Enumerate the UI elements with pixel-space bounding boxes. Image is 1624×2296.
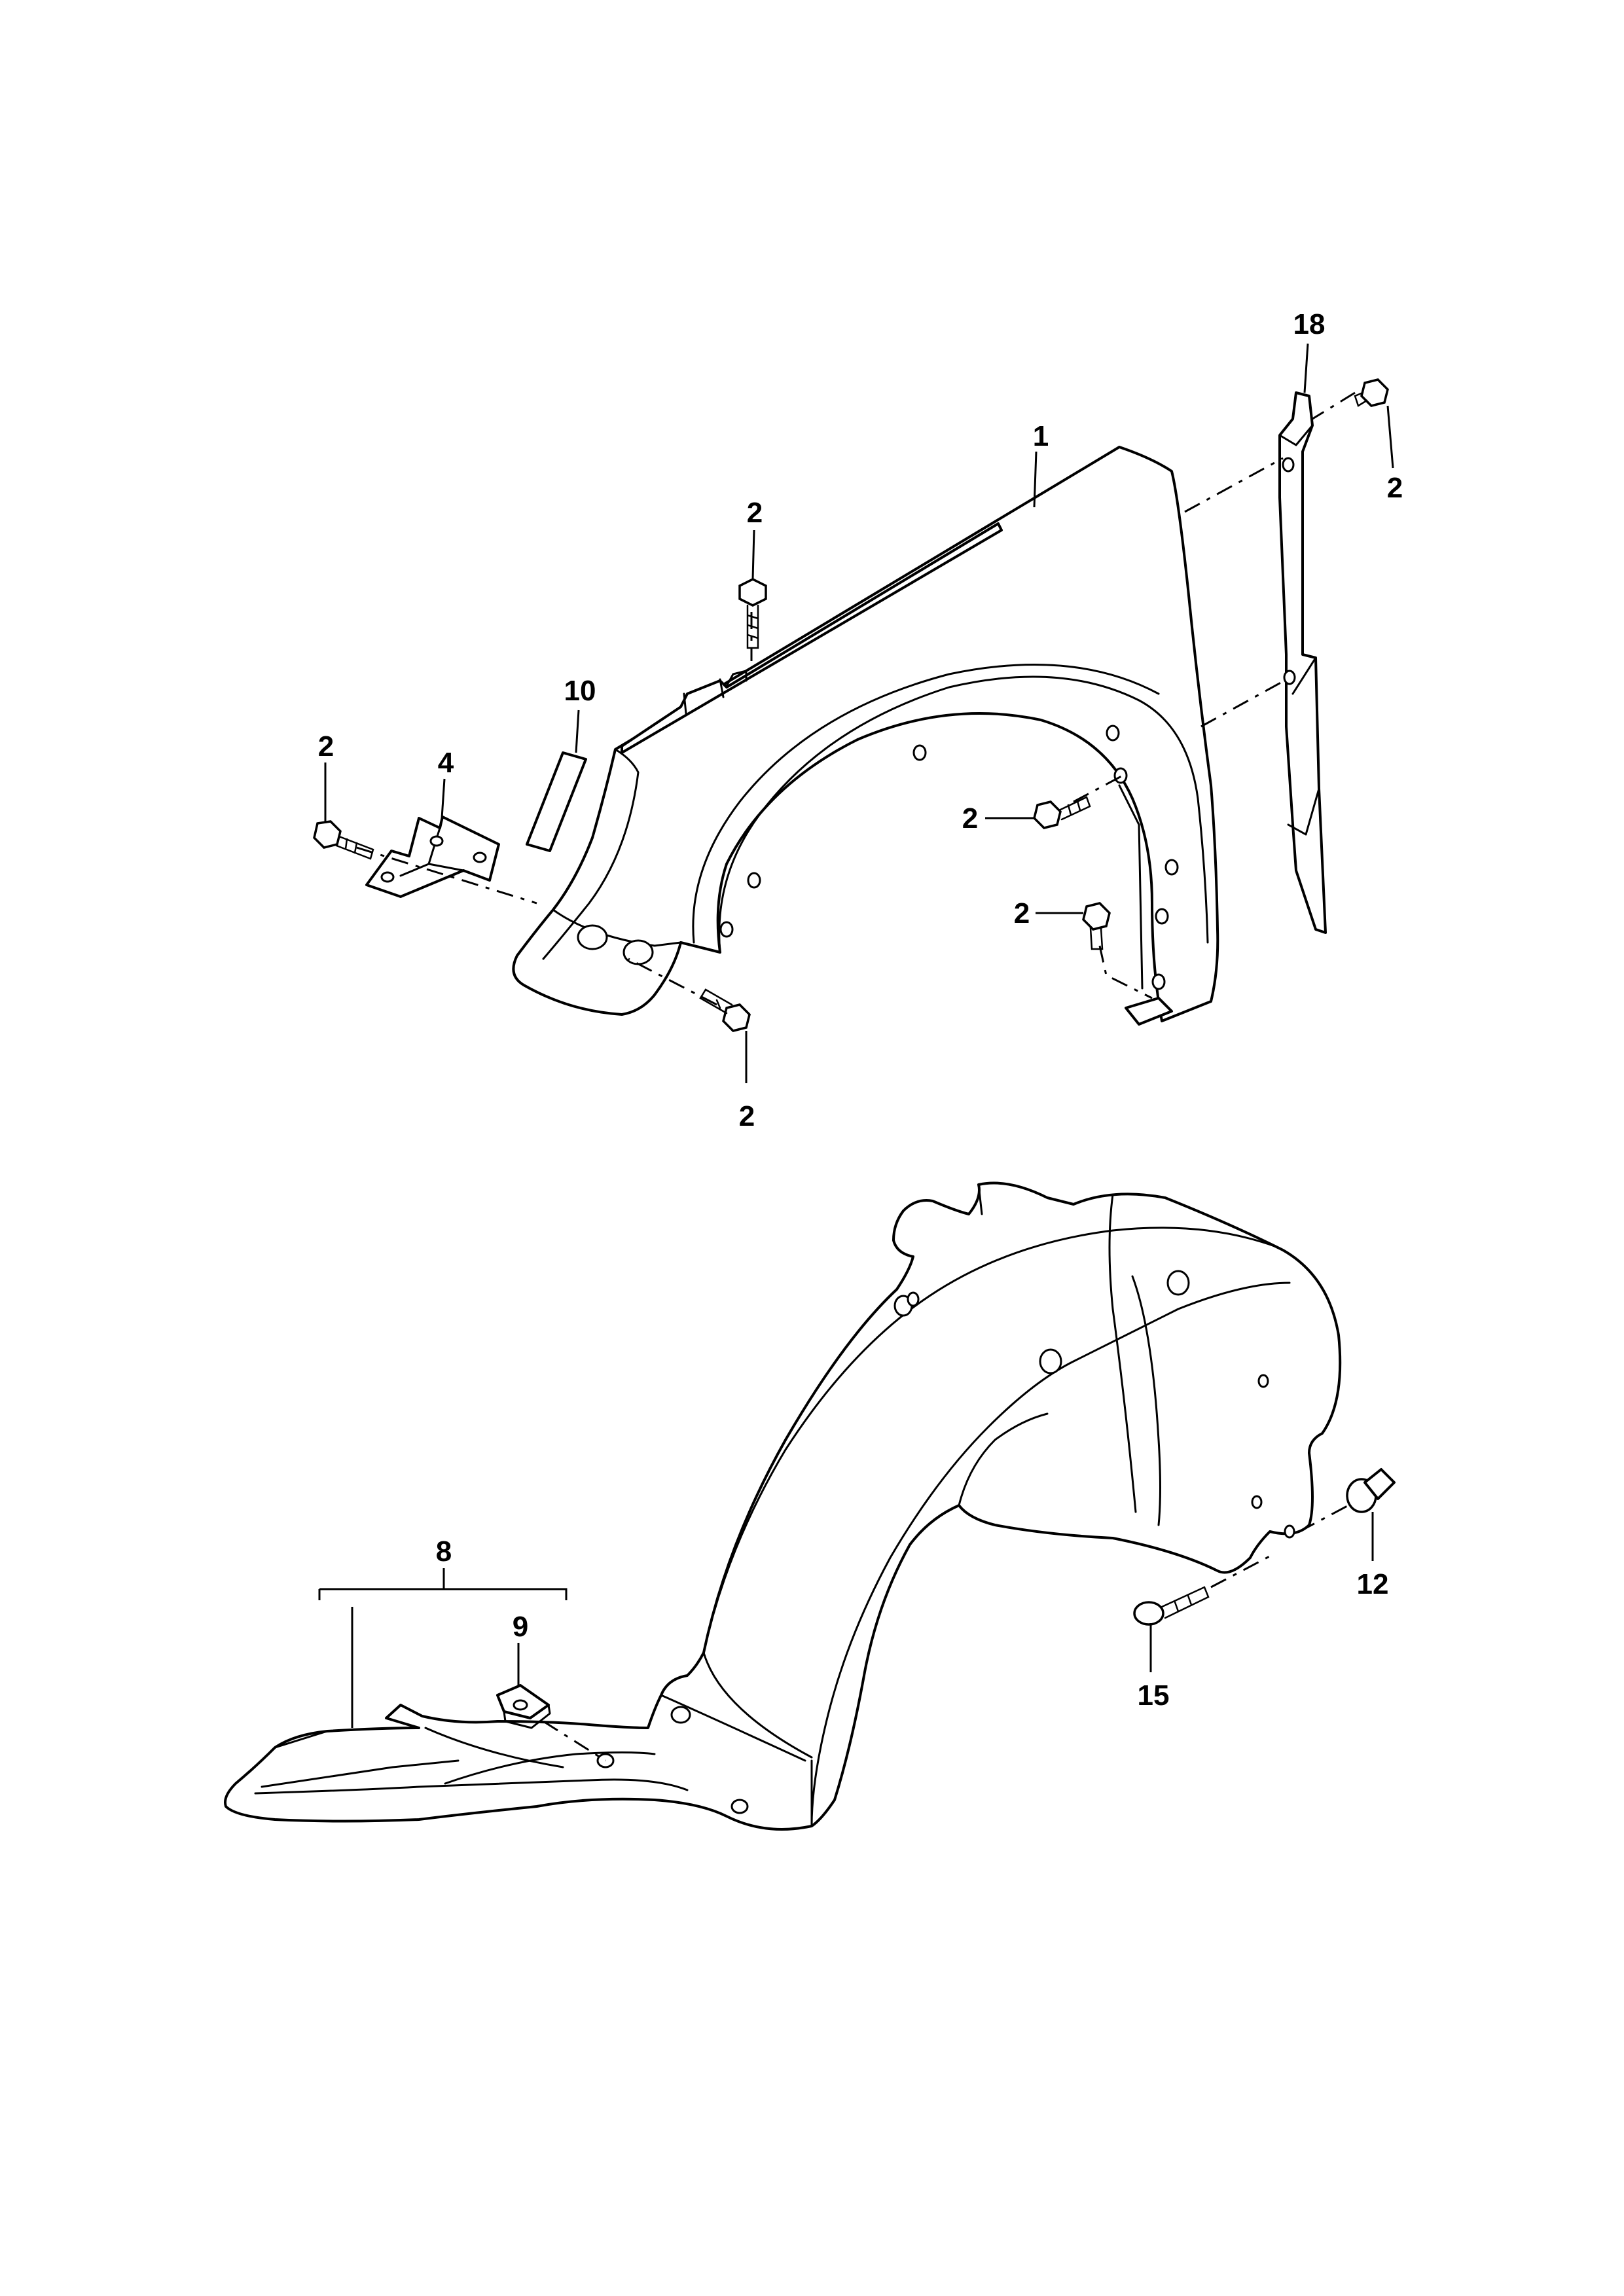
bolt-mid (1033, 796, 1091, 829)
axis-push-clip (1299, 1504, 1349, 1533)
callout-2-mid: 2 (962, 802, 978, 834)
axis-clip-nut (543, 1720, 606, 1762)
callout-2-left: 2 (318, 730, 334, 762)
screw (1133, 1586, 1210, 1626)
axis-bolt-mid-lower (1098, 945, 1153, 999)
callout-2-mid-lower: 2 (1014, 897, 1030, 929)
bolt-right-top (1354, 378, 1389, 407)
seal-strip (526, 751, 587, 852)
clip-nut (496, 1684, 551, 1729)
callout-12: 12 (1357, 1568, 1389, 1600)
axis-stiffener-top (1184, 457, 1284, 513)
leader-lines (318, 343, 1394, 1728)
push-clip (1346, 1468, 1396, 1513)
callout-4: 4 (438, 747, 454, 779)
callout-9: 9 (513, 1611, 528, 1643)
fender-panel (512, 446, 1219, 1026)
wheel-arch-liner (224, 1181, 1342, 1831)
callout-8: 8 (436, 1535, 452, 1568)
callout-2-bottom: 2 (739, 1100, 755, 1132)
bolt-bottom (699, 988, 751, 1032)
axis-screw (1210, 1553, 1274, 1588)
fender-stiffener (1278, 391, 1327, 934)
axis-bolt-top (1312, 391, 1356, 420)
callout-15: 15 (1138, 1679, 1170, 1712)
bolt-mid-lower (1082, 902, 1111, 950)
callout-1: 1 (1033, 420, 1049, 452)
callout-18: 18 (1293, 308, 1326, 340)
bolt-left (313, 820, 374, 860)
bolt-top (738, 578, 767, 649)
axis-stiffener-mid (1200, 679, 1285, 728)
axis-bolt-left (356, 846, 537, 905)
callout-2-right-top: 2 (1387, 472, 1403, 504)
callout-2-top: 2 (747, 497, 763, 529)
axis-bolt-mid (1073, 774, 1123, 803)
axis-bolt-bottom (628, 958, 717, 1006)
callout-10: 10 (564, 675, 596, 707)
mounting-bracket (365, 816, 500, 898)
